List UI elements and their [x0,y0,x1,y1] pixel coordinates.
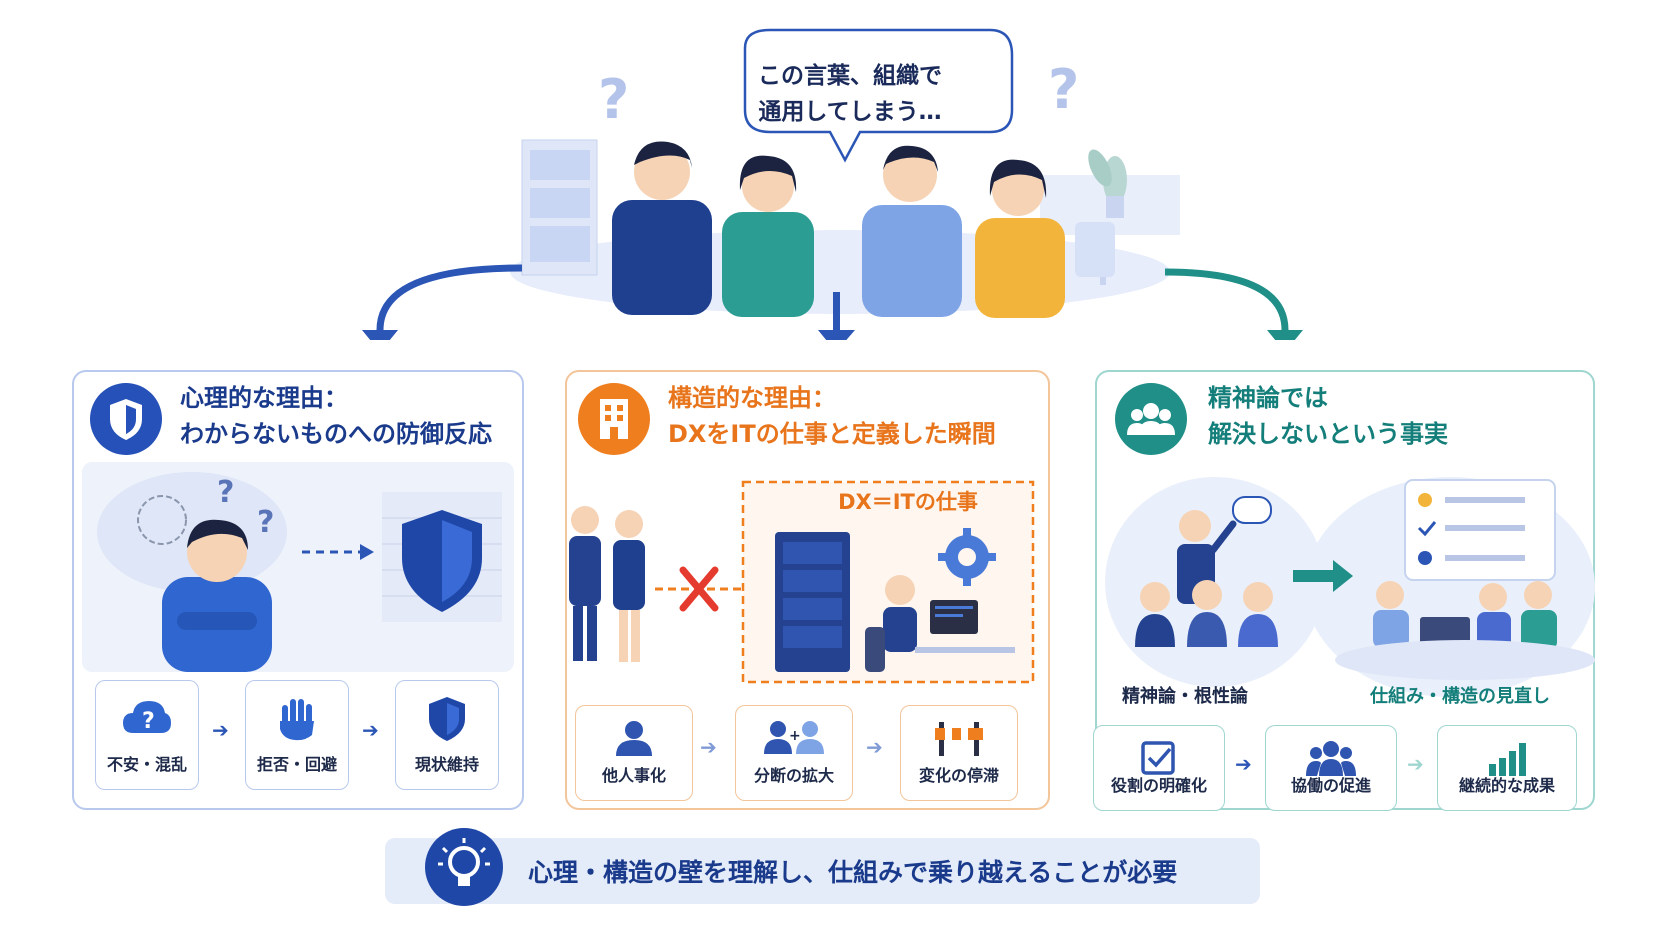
step-label: 他人事化 [601,766,666,785]
flow-arrow: ➔ [212,718,229,742]
step-card-results: 継続的な成果 [1437,725,1577,811]
person-icon [612,720,656,756]
step-label: 変化の停滞 [918,766,999,785]
flow-arrow: ➔ [1407,752,1424,776]
step-card-role-clarity: 役割の明確化 [1093,725,1225,811]
server-rack-icon [775,532,850,672]
step-label: 分断の拡大 [753,766,834,785]
svg-text:+: + [789,728,801,744]
panel-middle-title: 構造的な理由： DXをITの仕事と定義した瞬間 [668,384,996,448]
step-card-collaboration: 協働の促進 [1265,725,1397,811]
person-3-icon [862,145,962,317]
step-card-status-quo: 現状維持 [395,680,499,790]
business-people-icon [569,506,645,662]
arrow-to-right-panel [1164,268,1289,331]
stop-hand-icon [275,695,319,741]
panel-right-scene [1095,462,1595,717]
svg-text:?: ? [257,505,274,540]
step-label: 拒否・回避 [256,755,337,774]
person-2-icon [722,155,814,317]
step-label: 協働の促進 [1290,776,1371,795]
question-mark-icon: ? [1048,58,1079,121]
tangled-thought-icon [137,495,187,545]
scene-label-mindset: 精神論・根性論 [1122,686,1248,707]
step-card-anxiety: ? 不安・混乱 [95,680,199,790]
top-scene: ? ? [0,0,1672,340]
shield-icon [90,383,162,455]
svg-text:?: ? [142,709,155,734]
bar-chart-icon [1486,740,1528,776]
conclusion-text: 心理・構造の壁を理解し、仕組みで乗り越えることが必要 [528,858,1178,887]
step-label: 現状維持 [414,755,479,774]
arrow-to-middle-panel [818,330,855,340]
lightbulb-icon [425,828,503,906]
flow-arrow: ➔ [700,735,717,759]
panel-left-scene: ? ? [82,462,514,672]
step-label: 役割の明確化 [1110,776,1207,795]
flow-arrow: ➔ [866,735,883,759]
worried-person-icon [162,519,272,672]
barrier-icon [933,720,985,756]
person-1-icon [612,141,712,315]
flow-arrow: ➔ [1235,752,1252,776]
team-meeting-icon [1335,581,1595,680]
question-mark-icon: ? [598,68,629,131]
step-card-rejection: 拒否・回避 [245,680,349,790]
conclusion-banner [385,838,1260,904]
person-4-icon [975,159,1065,318]
audience-icon [1135,580,1278,647]
checkbox-icon [1140,740,1178,776]
step-card-stagnation: 変化の停滞 [900,705,1018,801]
step-label: 継続的な成果 [1458,776,1555,795]
scene-label-structure-review: 仕組み・構造の見直し [1370,686,1550,707]
svg-text:?: ? [217,475,234,510]
bookshelf-icon [521,139,598,276]
building-icon [578,383,650,455]
transition-arrow [1333,560,1353,592]
speech-bubble [743,28,1014,163]
arrow-to-left-panel [376,264,523,331]
speech-bubble-text: この言葉、組織で 通用してしまう… [700,58,1000,130]
step-card-division: + 分断の拡大 [735,705,853,801]
cloud-question-icon: ? [121,695,173,737]
team-icon [1115,383,1187,455]
step-label: 不安・混乱 [106,755,187,774]
panel-middle-scene [565,462,1050,687]
cross-icon [679,566,719,612]
panel-right-title: 精神論では 解決しないという事実 [1208,384,1448,448]
speech-line-1: この言葉、組織で [758,63,942,89]
divided-people-icon: + [764,720,824,756]
it-worker-icon [865,575,1015,672]
flow-arrow: ➔ [362,718,379,742]
checklist-board-icon [1404,479,1556,581]
team-icon [1306,740,1356,776]
dx-it-box-label: DX＝ITの仕事 [838,490,978,514]
gear-icon [938,528,996,586]
step-card-not-my-problem: 他人事化 [575,705,693,801]
office-furniture-icon [1040,149,1180,285]
speech-line-2: 通用してしまう… [758,99,942,125]
shield-icon [425,695,469,743]
panel-left-title: 心理的な理由： わからないものへの防御反応 [180,384,492,448]
